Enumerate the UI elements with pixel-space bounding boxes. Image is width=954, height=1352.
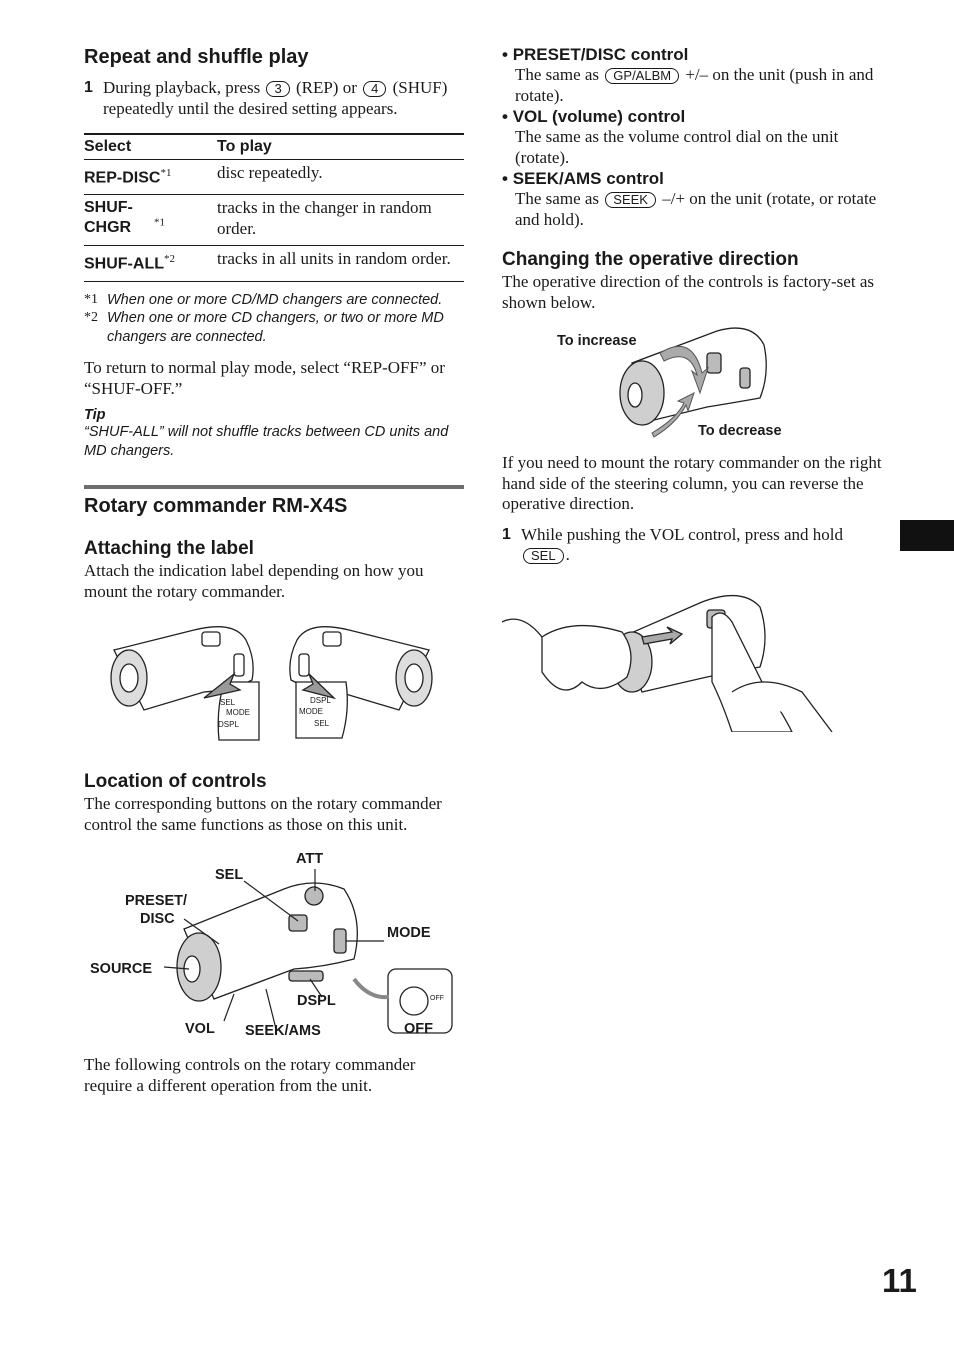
step-text: While pushing the VOL control, press and… xyxy=(521,524,844,564)
label-text: DSPL xyxy=(218,720,239,730)
direction-step: 1 While pushing the VOL control, press a… xyxy=(502,525,887,566)
repeat-step: 1 During playback, press 3 (REP) or 4 (S… xyxy=(84,78,464,119)
tip-text: “SHUF-ALL” will not shuffle tracks betwe… xyxy=(84,424,449,460)
following-text: The following controls on the rotary com… xyxy=(84,1055,416,1095)
table-header-play: To play xyxy=(217,133,464,160)
button-3-symbol: 3 xyxy=(266,81,290,97)
commander-drawing-icon xyxy=(110,626,433,741)
label-text: SEL xyxy=(220,698,236,708)
rotation-direction-icon xyxy=(619,327,767,438)
step-number: 1 xyxy=(84,79,93,96)
control-item: • VOL (volume) control The same as the v… xyxy=(502,106,887,168)
section-divider xyxy=(84,485,464,490)
label-illustration: SEL MODE DSPL DSPL MODE SEL xyxy=(84,610,464,750)
table-row: SHUF-ALL*2 tracks in all units in random… xyxy=(84,245,464,282)
callout-source: SOURCE xyxy=(90,961,153,978)
control-title: • PRESET/DISC control xyxy=(502,45,689,64)
control-item: • SEEK/AMS control The same as SEEK –/+ … xyxy=(502,168,887,230)
location-text: The corresponding buttons on the rotary … xyxy=(84,794,442,834)
attach-heading: Attaching the label xyxy=(84,538,254,560)
repeat-heading: Repeat and shuffle play xyxy=(84,46,309,68)
callout-seek-ams: SEEK/AMS xyxy=(245,1023,321,1040)
table-header-select: Select xyxy=(84,133,217,160)
button-4-symbol: 4 xyxy=(363,81,387,97)
table-cell-play: disc repeatedly. xyxy=(217,159,464,196)
location-heading: Location of controls xyxy=(84,771,267,793)
page-number: 11 xyxy=(882,1262,917,1299)
gp-albm-button-symbol: GP/ALBM xyxy=(605,68,680,84)
control-title: • VOL (volume) control xyxy=(502,107,686,126)
seek-button-symbol: SEEK xyxy=(605,192,656,208)
table-header-row: Select To play xyxy=(84,133,464,160)
direction-diagram: To increase To decrease xyxy=(502,323,887,443)
table-cell-play: tracks in the changer in random order. xyxy=(217,194,464,247)
control-title: • SEEK/AMS control xyxy=(502,169,664,188)
callout-att: ATT xyxy=(296,851,324,868)
label-text: DSPL xyxy=(310,696,331,706)
callout-preset: PRESET/ xyxy=(125,893,188,910)
callout-disc: DISC xyxy=(140,911,175,928)
control-description: The same as SEEK –/+ on the unit (rotate… xyxy=(515,189,877,229)
section-tab xyxy=(900,520,954,551)
label-text: SEL xyxy=(314,719,330,729)
tip-block: Tip “SHUF-ALL” will not shuffle tracks b… xyxy=(84,407,464,461)
off-switch-label: OFF xyxy=(430,995,444,1003)
tip-heading: Tip xyxy=(84,407,106,424)
play-mode-table: Select To play REP-DISC*1 disc repeatedl… xyxy=(84,133,464,282)
table-cell-play: tracks in all units in random order. xyxy=(217,245,464,282)
table-cell-select: REP-DISC*1 xyxy=(84,159,217,196)
table-row: SHUF-CHGR*1 tracks in the changer in ran… xyxy=(84,194,464,247)
callout-mode: MODE xyxy=(387,925,431,942)
to-increase-label: To increase xyxy=(557,333,637,349)
callout-sel: SEL xyxy=(215,867,244,884)
callout-vol: VOL xyxy=(185,1021,215,1038)
callout-dspl: DSPL xyxy=(297,993,336,1010)
step-number: 1 xyxy=(502,525,511,543)
controls-diagram: ATT SEL PRESET/ DISC MODE SOURCE DSPL VO… xyxy=(84,849,464,1049)
control-description: The same as the volume control dial on t… xyxy=(515,127,839,167)
mount-text: If you need to mount the rotary commande… xyxy=(502,453,882,513)
commander-controls-icon xyxy=(163,869,453,1034)
return-text: To return to normal play mode, select “R… xyxy=(84,358,445,398)
direction-text: The operative direction of the controls … xyxy=(502,272,874,312)
step-text: During playback, press 3 (REP) or 4 (SHU… xyxy=(103,78,448,118)
callout-off: OFF xyxy=(404,1021,433,1038)
right-column: • PRESET/DISC control The same as GP/ALB… xyxy=(502,44,887,732)
table-row: REP-DISC*1 disc repeatedly. xyxy=(84,159,464,196)
table-cell-select: SHUF-ALL*2 xyxy=(84,245,217,282)
label-text: MODE xyxy=(299,707,323,717)
label-text: MODE xyxy=(226,708,250,718)
to-decrease-label: To decrease xyxy=(698,423,782,439)
control-item: • PRESET/DISC control The same as GP/ALB… xyxy=(502,44,887,106)
hand-diagram xyxy=(502,582,887,732)
direction-heading: Changing the operative direction xyxy=(502,249,799,270)
sel-button-symbol: SEL xyxy=(523,548,564,564)
attach-text: Attach the indication label depending on… xyxy=(84,561,424,601)
control-description: The same as GP/ALBM +/– on the unit (pus… xyxy=(515,65,874,105)
hand-pressing-icon xyxy=(502,594,833,732)
table-cell-select: SHUF-CHGR*1 xyxy=(84,194,217,247)
rotary-heading: Rotary commander RM-X4S xyxy=(84,495,348,518)
left-column: Repeat and shuffle play 1 During playbac… xyxy=(84,44,464,1096)
